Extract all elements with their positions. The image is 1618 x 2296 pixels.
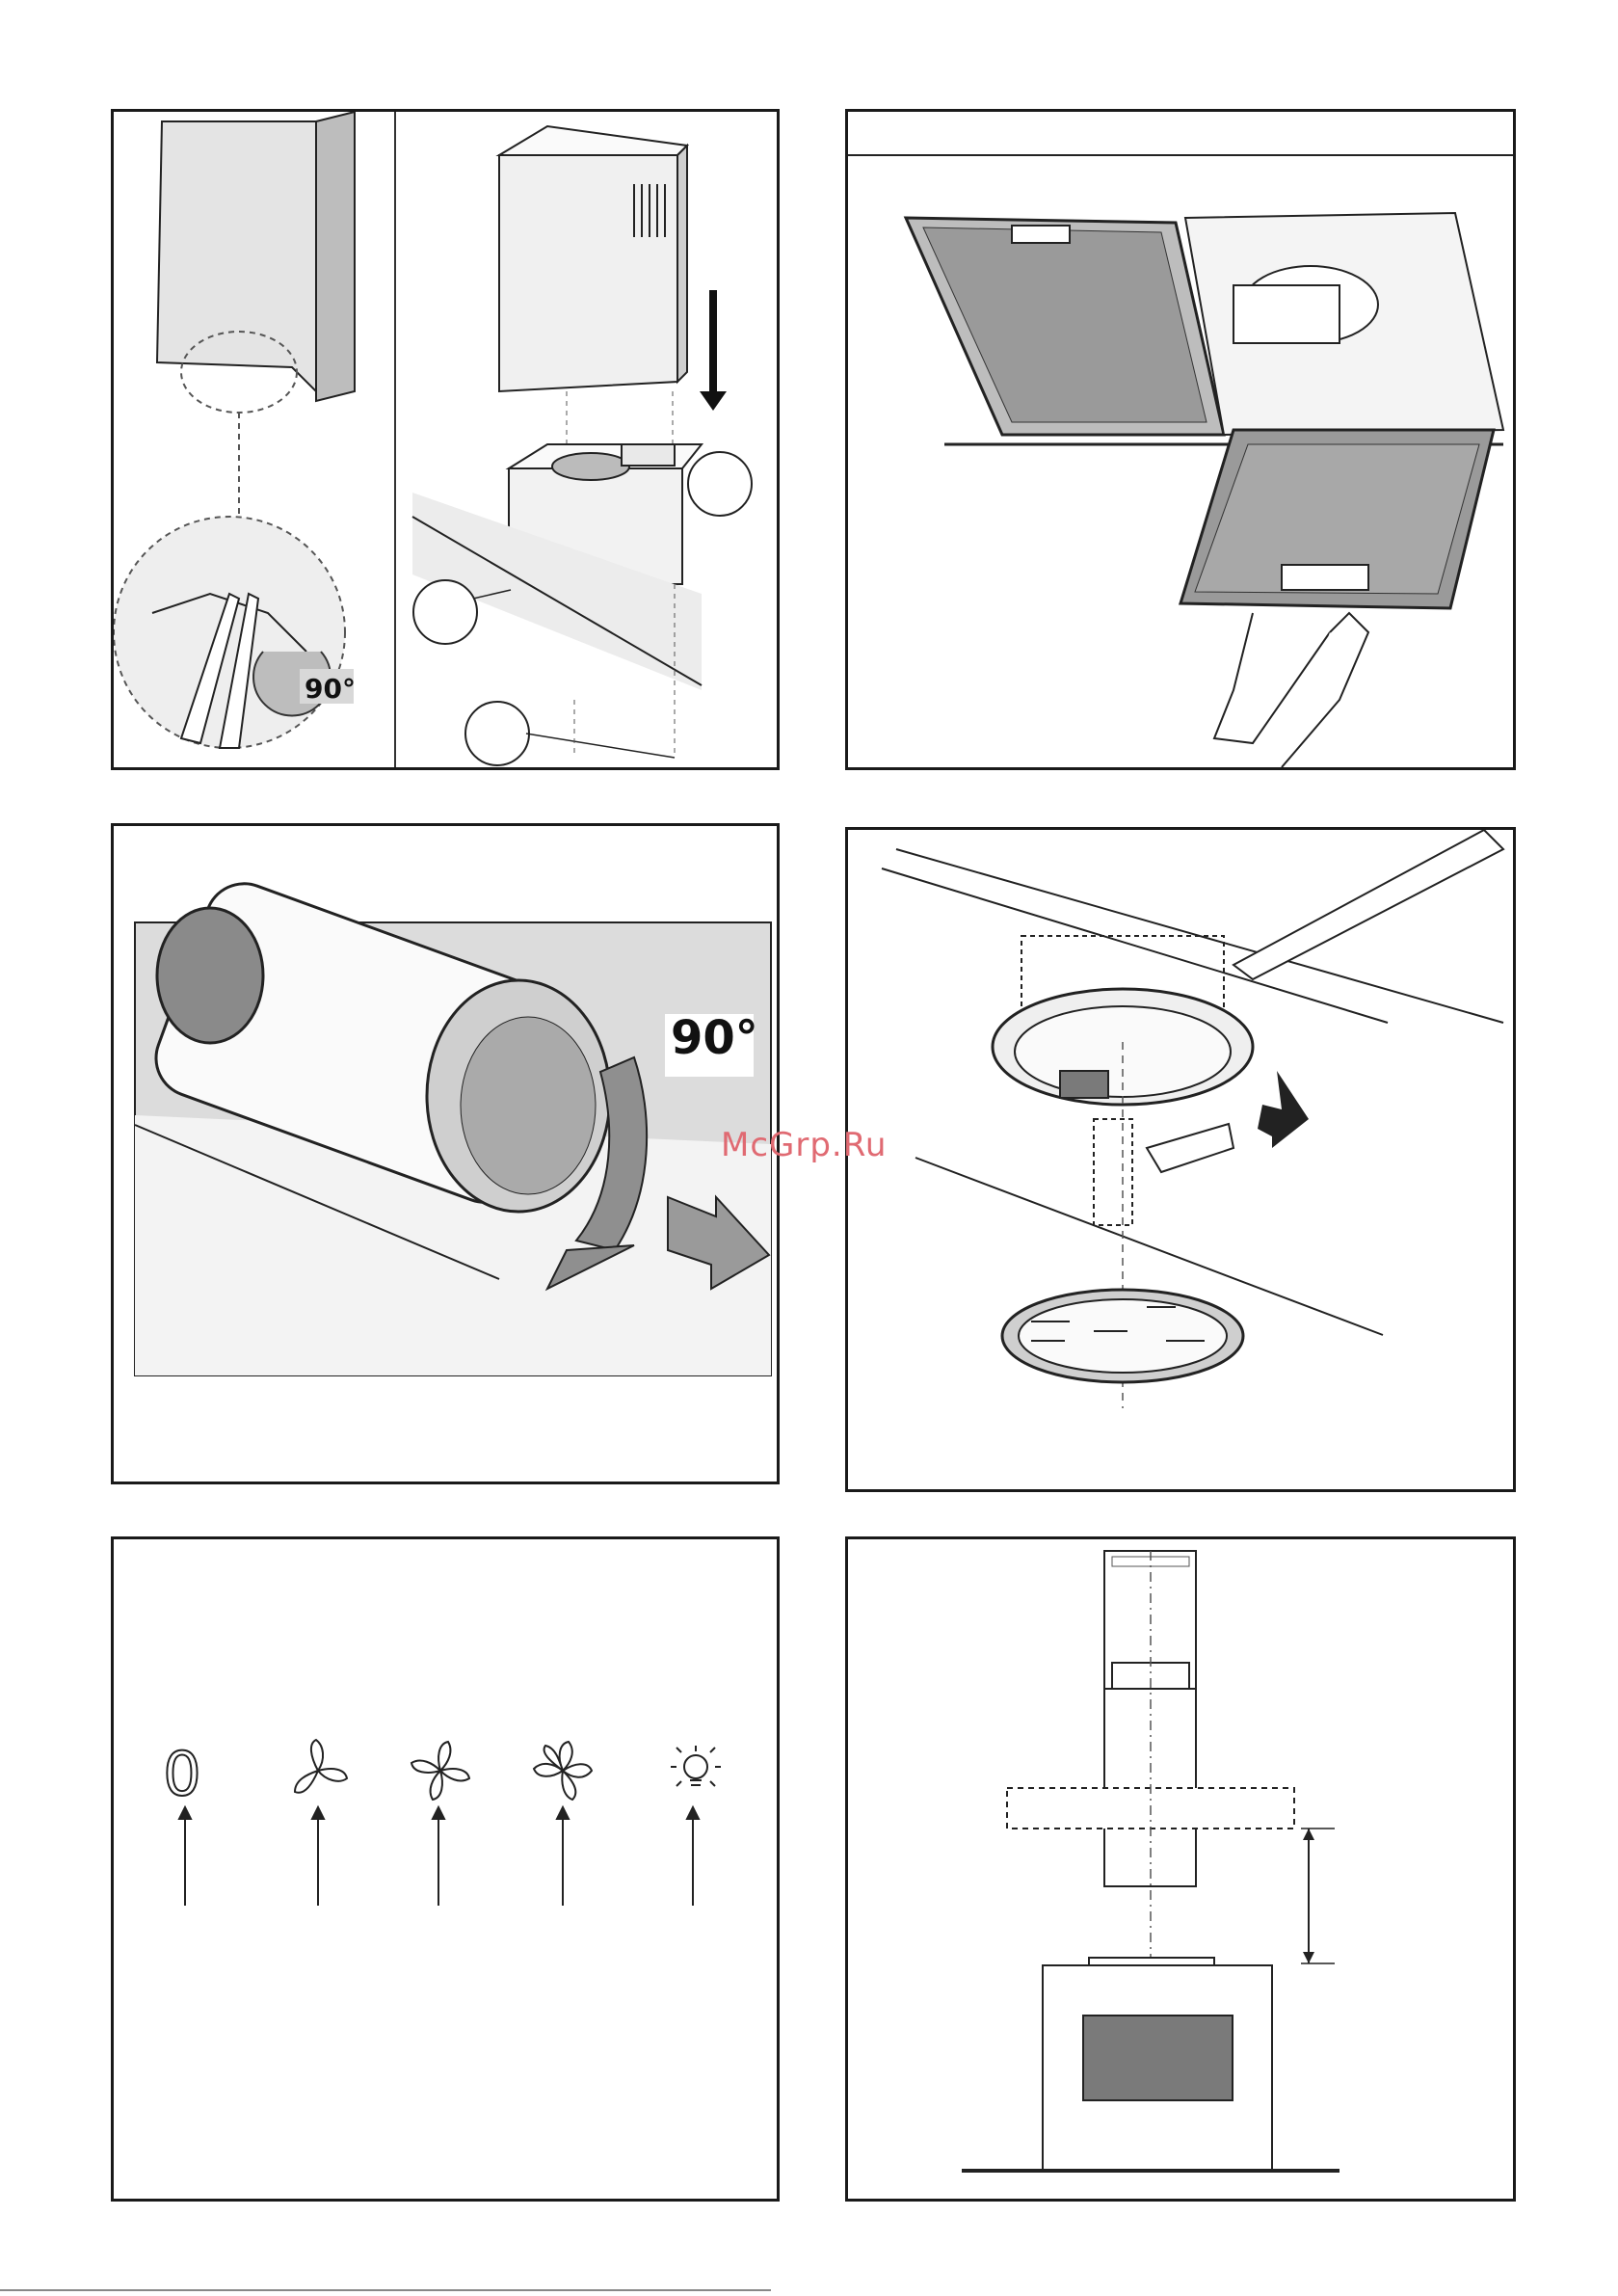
control-symbols-illustration: 0 bbox=[114, 1539, 780, 2202]
panel-carbon-filter: 90° bbox=[111, 823, 780, 1484]
fan-speed-1-icon bbox=[295, 1740, 347, 1793]
light-bulb-icon bbox=[671, 1746, 721, 1786]
panel-grease-filter bbox=[845, 109, 1516, 770]
grease-filter-illustration bbox=[848, 112, 1516, 770]
rotation-90-label: 90° bbox=[305, 673, 356, 705]
page-bottom-rule bbox=[0, 2289, 771, 2291]
installation-height-illustration bbox=[848, 1539, 1516, 2202]
chimney-install-illustration: 90° bbox=[114, 112, 780, 770]
panel-controls: 0 bbox=[111, 1536, 780, 2202]
carbon-filter-illustration bbox=[114, 826, 780, 1484]
fan-speed-2-icon bbox=[411, 1742, 469, 1800]
off-zero-icon: 0 bbox=[163, 1739, 200, 1809]
panel-installation-height bbox=[845, 1536, 1516, 2202]
rotation-90-label: 90° bbox=[671, 1011, 758, 1065]
fan-speed-3-icon bbox=[534, 1742, 592, 1800]
watermark: McGrp.Ru bbox=[721, 1126, 887, 1164]
lamp-replacement-illustration bbox=[848, 830, 1516, 1492]
panel-lamp-replacement bbox=[845, 827, 1516, 1492]
panel-chimney-install: 90° bbox=[111, 109, 780, 770]
